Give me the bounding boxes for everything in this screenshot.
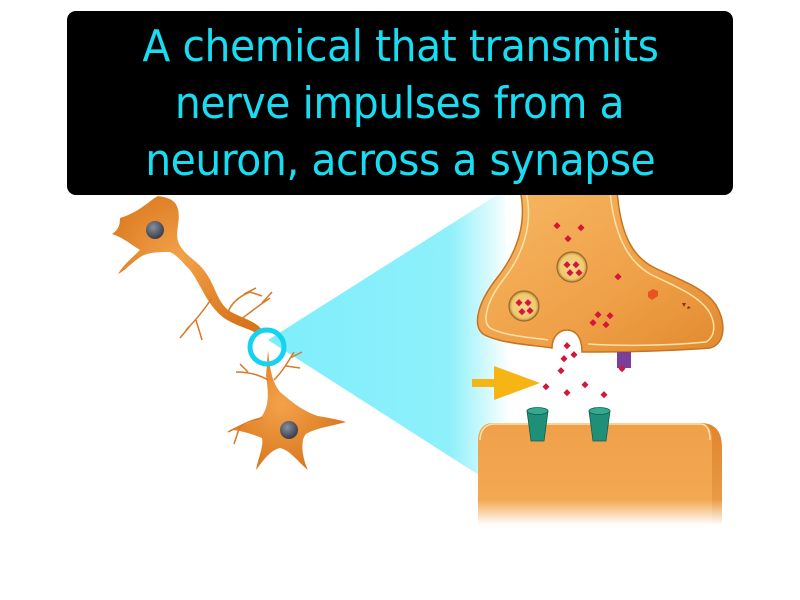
neurotransmitter-molecules (515, 222, 626, 415)
arrow-right-icon (472, 366, 540, 400)
definition-line-1: A chemical that transmits (141, 20, 659, 72)
nucleus-icon (146, 221, 164, 239)
definition-line-2: nerve impulses from a (175, 77, 625, 129)
upper-neuron (112, 196, 273, 341)
postsynaptic-membrane (478, 423, 722, 525)
definition-line-3: neuron, across a synapse (144, 134, 656, 186)
definition-banner: A chemical that transmits nerve impulses… (67, 11, 733, 195)
zoom-cone (268, 190, 510, 495)
reuptake-transporter (617, 352, 631, 368)
presynaptic-terminal (476, 189, 724, 368)
lower-neuron (227, 350, 346, 470)
synaptic-vesicle (508, 290, 540, 322)
magnifier-circle (247, 327, 287, 367)
receptor-channels (526, 407, 611, 442)
synaptic-vesicle (556, 251, 588, 283)
nucleus-icon (280, 421, 298, 439)
